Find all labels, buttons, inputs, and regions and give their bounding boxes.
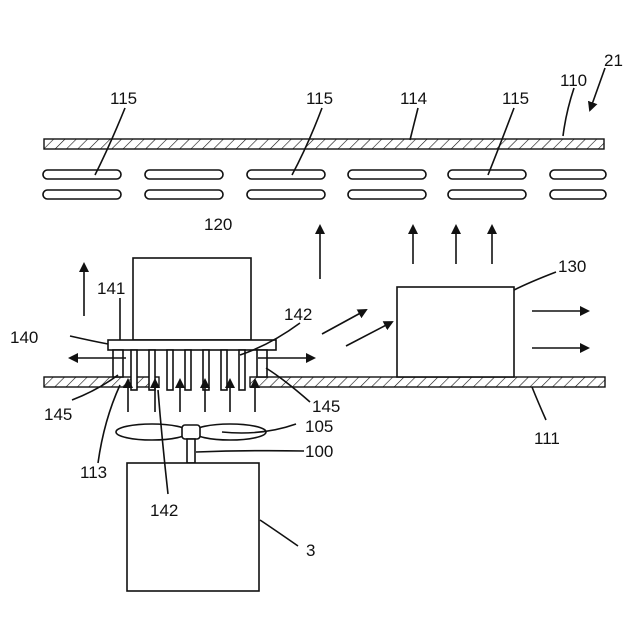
vent-slots bbox=[43, 170, 606, 199]
label-slot-top: 114 bbox=[400, 89, 427, 108]
label-component-120: 120 bbox=[204, 215, 232, 234]
component-120 bbox=[133, 258, 251, 340]
label-fan: 105 bbox=[305, 417, 333, 436]
label-vent-b: 115 bbox=[306, 89, 333, 108]
label-vent-c: 115 bbox=[502, 89, 529, 108]
label-shaft: 100 bbox=[305, 442, 333, 461]
label-vent-a: 115 bbox=[110, 89, 137, 108]
label-board-bottom: 111 bbox=[534, 429, 560, 448]
label-board-top: 110 bbox=[560, 71, 587, 90]
label-spacer-right: 145 bbox=[312, 397, 340, 416]
fan-shaft bbox=[187, 439, 195, 463]
label-fins-bottom: 142 bbox=[150, 501, 178, 520]
fan bbox=[116, 424, 266, 440]
upper-board bbox=[44, 139, 604, 149]
label-opening: 113 bbox=[80, 463, 107, 482]
label-fig-ref: 21 bbox=[604, 51, 623, 70]
label-heatsink: 140 bbox=[10, 328, 38, 347]
label-spacer-left: 145 bbox=[44, 405, 72, 424]
label-fins-top: 142 bbox=[284, 305, 312, 324]
reference-labels: 21 110 114 115 115 115 120 130 141 140 1… bbox=[10, 51, 623, 560]
label-housing: 3 bbox=[306, 541, 315, 560]
label-heatsink-base: 141 bbox=[97, 279, 125, 298]
heatsink-base bbox=[108, 340, 276, 350]
housing bbox=[127, 463, 259, 591]
label-component-130: 130 bbox=[558, 257, 586, 276]
component-130 bbox=[397, 287, 514, 377]
